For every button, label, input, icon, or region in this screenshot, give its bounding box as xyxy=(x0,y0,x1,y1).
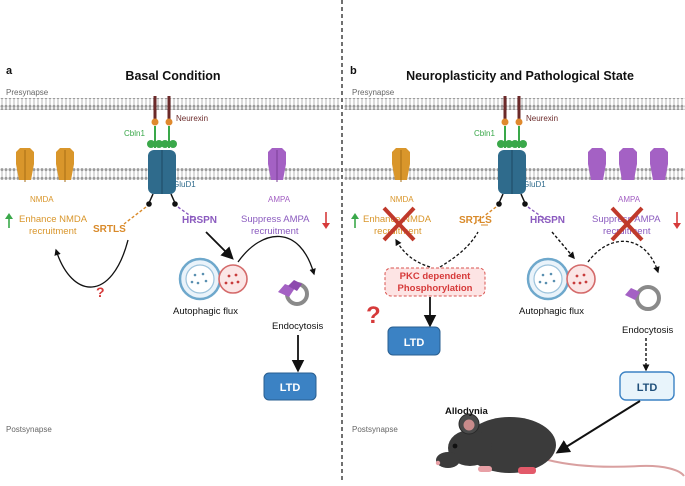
endocytosis-vesicle-icon xyxy=(278,280,309,306)
ampa-receptor xyxy=(268,148,286,182)
ltd-label-b1: LTD xyxy=(404,337,425,349)
neurexin-cbln1-glud1-complex: Neurexin Cbln1 GluD1 xyxy=(124,96,208,207)
ltd-label: LTD xyxy=(280,382,301,394)
arrow-up-icon xyxy=(5,213,13,228)
nmda-receptor xyxy=(56,148,74,182)
presynaptic-membrane-b xyxy=(344,98,685,110)
neurexin-cbln1-glud1-complex-b: Neurexin Cbln1 GluD1 xyxy=(474,96,558,207)
hrspn-label-b: HRSPN xyxy=(530,215,565,226)
allodynia-label: Allodynia xyxy=(445,406,488,417)
nmda-label-b: NMDA xyxy=(390,195,414,204)
pkc-text-2: Phosphorylation xyxy=(398,283,473,294)
arrow-down-icon xyxy=(322,212,330,229)
arrow-down-icon xyxy=(673,212,681,229)
glud1-label-b: GluD1 xyxy=(523,180,546,189)
cbln1-globule xyxy=(169,140,177,148)
pkc-to-nmda-arrow xyxy=(395,238,431,268)
cbln1-head xyxy=(165,118,173,126)
mouse-icon xyxy=(435,413,685,477)
hrspn-to-autophagy-arrow xyxy=(205,231,234,260)
enhance-nmda-text-2: recruitment xyxy=(29,226,77,237)
enhance-nmda-text: Enhance NMDA xyxy=(19,214,88,225)
srtls-to-nmda-arrow xyxy=(54,239,129,288)
panel-a-letter: a xyxy=(6,65,13,77)
endocytosis-label: Endocytosis xyxy=(272,321,323,332)
neurexin-label-b: Neurexin xyxy=(526,114,558,123)
suppress-ampa-text-2: recruitment xyxy=(251,226,299,237)
ampa-label-b: AMPA xyxy=(618,195,641,204)
panel-b-letter: b xyxy=(350,65,357,77)
autophagic-flux-label: Autophagic flux xyxy=(173,306,238,317)
question-mark: ? xyxy=(96,284,105,300)
pkc-box xyxy=(384,267,486,297)
question-mark-b: ? xyxy=(366,302,381,329)
cross-mark-icon xyxy=(610,206,644,242)
neurexin-label: Neurexin xyxy=(176,114,208,123)
ltd-box xyxy=(263,372,317,401)
cbln1-globule xyxy=(147,140,155,148)
srtls-label-b: SRTLS xyxy=(459,215,492,226)
postsynapse-label: Postsynapse xyxy=(6,425,52,434)
srtls-to-pkc-arrow xyxy=(439,231,479,268)
ampa-label: AMPA xyxy=(268,195,291,204)
panel-b-title: Neuroplasticity and Pathological State xyxy=(406,69,634,83)
suppress-ampa-text: Suppress AMPA xyxy=(241,214,310,225)
arrow-up-icon xyxy=(351,213,359,228)
cross-mark-icon xyxy=(382,206,416,242)
cbln1-globule xyxy=(155,140,163,148)
postsynapse-label-b: Postsynapse xyxy=(352,425,398,434)
endocytosis-label-b: Endocytosis xyxy=(622,325,673,336)
autophagosome-icon xyxy=(178,257,248,301)
nmda-label: NMDA xyxy=(30,195,54,204)
presynapse-label: Presynapse xyxy=(6,88,49,97)
srtls-label: SRTLS xyxy=(93,224,126,235)
panel-b: b Neuroplasticity and Pathological State… xyxy=(344,65,685,477)
panel-a-title: Basal Condition xyxy=(125,69,220,83)
enhance-nmda-text-b-2: recruitment xyxy=(374,226,422,237)
hrspn-to-autophagy-arrow-b xyxy=(551,231,575,260)
autophagosome-icon-b xyxy=(526,257,596,301)
autophagy-to-endocytosis-arrow xyxy=(237,235,316,276)
ltd-label-b2: LTD xyxy=(637,382,658,394)
nmda-receptor xyxy=(16,148,34,182)
cbln1-label-b: Cbln1 xyxy=(474,129,495,138)
panel-a: a Basal Condition Presynapse Neurexin Cb… xyxy=(0,65,340,434)
hrspn-label: HRSPN xyxy=(182,215,217,226)
cbln1-head xyxy=(151,118,159,126)
suppress-ampa-text-b-2: recruitment xyxy=(603,226,651,237)
suppress-ampa-text-b: Suppress AMPA xyxy=(592,214,661,225)
nmda-receptor-b xyxy=(392,148,410,182)
glud1-label: GluD1 xyxy=(173,180,196,189)
pkc-text-1: PKC dependent xyxy=(400,271,472,282)
autophagic-flux-label-b: Autophagic flux xyxy=(519,306,584,317)
cbln1-globule xyxy=(161,140,169,148)
autophagy-to-endocytosis-arrow-b xyxy=(587,240,660,274)
cbln1-label: Cbln1 xyxy=(124,129,145,138)
ltd-box-b2 xyxy=(619,371,675,401)
endocytosis-vesicle-icon-b xyxy=(625,285,661,311)
ltd-to-allodynia-arrow xyxy=(555,400,641,454)
presynapse-label-b: Presynapse xyxy=(352,88,395,97)
ltd-box-b1 xyxy=(387,326,441,356)
ampa-receptor-b xyxy=(588,148,668,180)
